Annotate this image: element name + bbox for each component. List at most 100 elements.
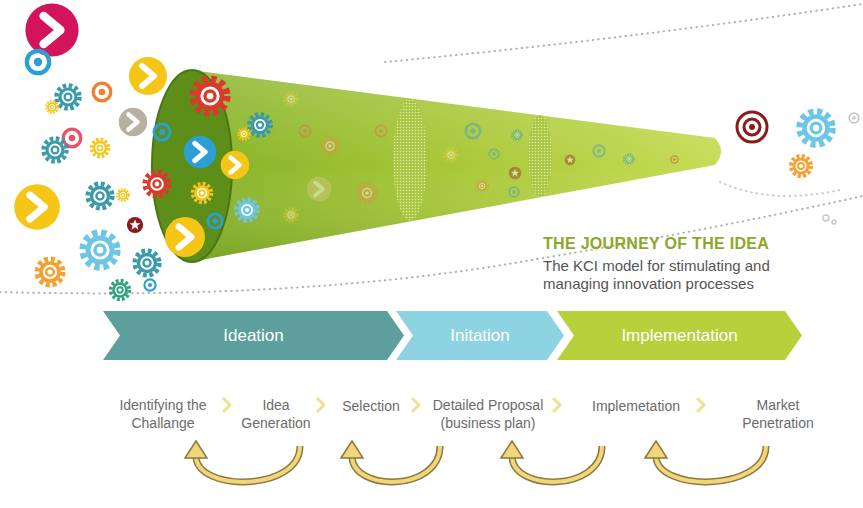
ring-icon (27, 51, 49, 73)
process-step-label: Implemetation (581, 397, 691, 415)
gear-icon (135, 251, 159, 275)
step-chevron (553, 398, 560, 412)
gear-icon (321, 137, 338, 154)
gear-icon (46, 101, 58, 113)
gear-icon (193, 79, 228, 114)
phase-band-fill (557, 311, 802, 360)
process-step-label: Market Penetration (733, 396, 823, 432)
phase-band-label: Ideation (103, 311, 404, 360)
funnel-shade (190, 70, 721, 262)
faded-icons (285, 93, 679, 222)
ring-icon (671, 156, 678, 163)
gear-icon (37, 259, 63, 285)
arrow-icon (221, 151, 250, 180)
feedback-arrow-head (501, 441, 523, 458)
feedback-arrow (645, 441, 766, 482)
arrow-icon (14, 184, 60, 230)
ring-icon (849, 113, 859, 123)
gear-icon (83, 233, 118, 268)
gear-icon (791, 156, 811, 176)
ring-icon (466, 124, 480, 138)
feedback-arrow-shaft (352, 446, 440, 482)
funnel-mouth-rim (152, 70, 232, 262)
gear-icon (285, 209, 298, 222)
star-icon (565, 155, 576, 166)
ring-icon (144, 279, 155, 290)
arrow-icon (119, 108, 148, 137)
gear-icon (193, 184, 212, 203)
gear-icon (358, 184, 377, 203)
ring-icon (509, 187, 519, 197)
feedback-arrow-outline (196, 446, 300, 482)
feedback-arrow-outline (352, 446, 440, 482)
star-icon (509, 167, 522, 180)
ring-icon (93, 83, 111, 101)
gear-icon (236, 199, 258, 221)
feedback-arrow-shaft (656, 446, 766, 482)
phase-band-label: Implementation (557, 311, 802, 360)
step-chevron (697, 398, 704, 412)
target-ring (744, 119, 760, 135)
feedback-arrow-shaft (196, 446, 300, 482)
gear-icon (249, 114, 271, 136)
gear-icon (238, 128, 250, 140)
process-step-label: Detailed Proposal (business plan) (424, 396, 552, 432)
funnel-filter (528, 115, 552, 197)
process-step-label: Selection (331, 397, 411, 415)
small-dot (823, 215, 829, 221)
arrow-icon (165, 217, 205, 257)
funnel-filter (393, 99, 427, 221)
arrow-icon (129, 57, 167, 95)
process-step-label: Identifying the Challange (107, 396, 219, 432)
arrow-icon (25, 3, 78, 56)
funnel-cone (190, 70, 721, 262)
step-chevron (317, 398, 324, 412)
gear-icon (799, 111, 832, 144)
phase-band-label: Initation (396, 311, 564, 360)
phase-band: Initation (396, 311, 564, 360)
gear-icon (624, 154, 634, 164)
phase-band-fill (396, 311, 564, 360)
dotted-swoosh (720, 182, 840, 196)
feedback-arrow-head (185, 441, 207, 458)
target-ring (737, 112, 767, 142)
gear-icon (285, 93, 298, 106)
ring-icon (208, 214, 222, 228)
gear-icon (476, 180, 488, 192)
gear-icon (91, 139, 108, 156)
gear-icon (445, 149, 458, 162)
ring-icon (154, 124, 170, 140)
diagram-caption: The KCI model for stimulating and managi… (543, 257, 787, 293)
process-step-label: Idea Generation (236, 396, 316, 432)
gear-icon (117, 189, 129, 201)
phase-band-fill (103, 311, 404, 360)
dotted-swoosh (385, 4, 863, 62)
feedback-arrow-outline (512, 446, 602, 482)
feedback-arrow-head (341, 441, 363, 458)
feedback-arrow-outline (656, 446, 766, 482)
small-dot (832, 220, 836, 224)
gear-icon (43, 138, 66, 161)
arrow-icon (307, 177, 332, 202)
target-center (749, 124, 755, 130)
ring-icon (593, 145, 604, 156)
feedback-arrow-head (645, 441, 667, 458)
star-icon (127, 217, 143, 233)
gear-icon (88, 184, 112, 208)
diagram-title: THE JOURNEY OF THE IDEA (543, 235, 769, 253)
ring-icon (63, 129, 81, 147)
ring-icon (299, 125, 310, 136)
ring-icon (489, 149, 499, 159)
step-chevron (412, 398, 419, 412)
phase-band: Ideation (103, 311, 404, 360)
gear-icon (56, 85, 79, 108)
arrow-icon (184, 136, 216, 168)
gear-icon (111, 281, 130, 300)
gear-icon (512, 130, 522, 140)
phase-band: Implementation (557, 311, 802, 360)
step-chevron (223, 398, 230, 412)
ring-icon (375, 125, 386, 136)
funnel-mouth (152, 70, 232, 262)
